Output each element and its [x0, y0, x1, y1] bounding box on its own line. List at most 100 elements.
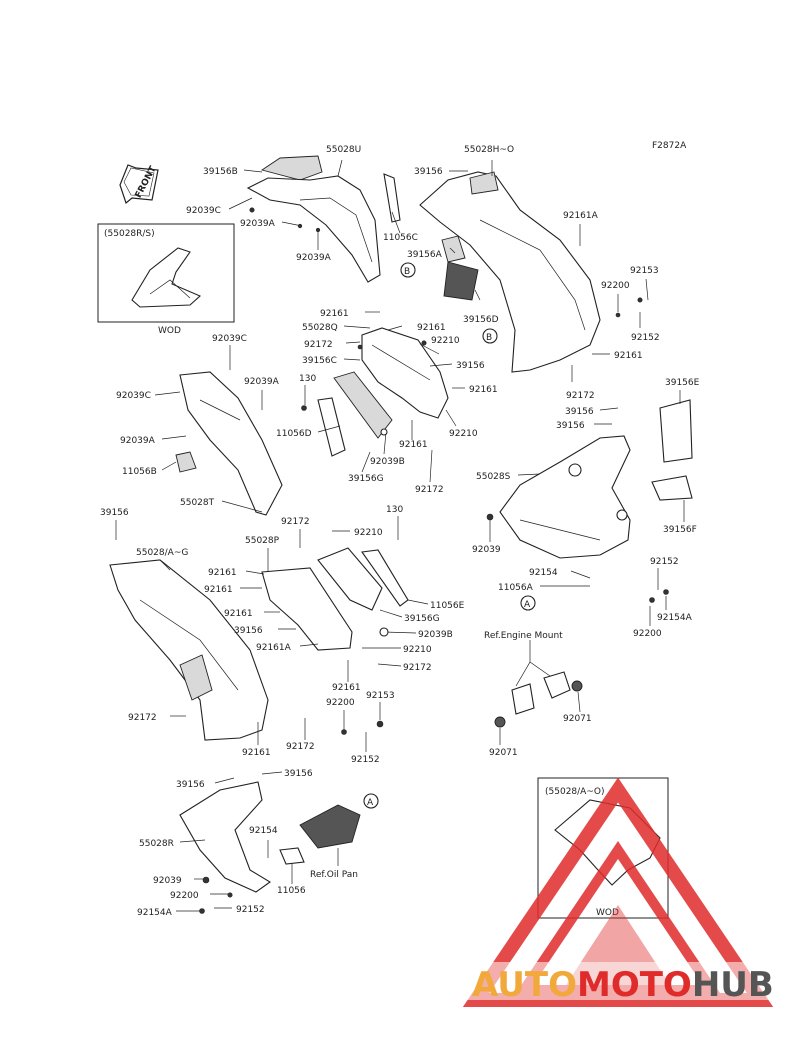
part-label: 55028Q [302, 323, 338, 333]
part-label: 39156 [414, 167, 443, 177]
side-panel-t [175, 371, 283, 516]
part-label: 92152 [236, 905, 265, 915]
part-label: 39156G [404, 614, 440, 624]
part-label: 55028R [139, 839, 174, 849]
part-label: 92039A [120, 436, 156, 446]
leader-lines [115, 159, 685, 912]
svg-text:A: A [524, 600, 531, 610]
part-label: 92161 [614, 351, 643, 361]
inset-top-title: (55028R/S) [104, 229, 155, 239]
part-label: 92154 [529, 568, 558, 578]
part-label: 11056C [383, 233, 418, 243]
part-label: 92071 [489, 748, 518, 758]
part-label: 92039B [370, 457, 405, 467]
part-label: 55028/A~G [136, 548, 188, 558]
part-label: 39156 [284, 769, 313, 779]
part-label: 92172 [403, 663, 432, 673]
part-label: 39156B [203, 167, 238, 177]
part-label: 92161 [399, 440, 428, 450]
part-label: 11056E [430, 601, 465, 611]
part-label: 92039A [240, 219, 276, 229]
part-label: 11056D [276, 429, 312, 439]
part-label: 92039A [296, 253, 332, 263]
part-label: 92154A [657, 613, 693, 623]
part-label: 92161A [256, 643, 292, 653]
part-label: 92161 [204, 585, 233, 595]
part-label: 39156 [234, 626, 263, 636]
part-label: 92161 [332, 683, 361, 693]
part-label: 55028U [326, 145, 361, 155]
part-label: 39156C [302, 356, 337, 366]
watermark-part3: HUB [692, 965, 774, 1005]
part-label: 55028H~O [464, 145, 514, 155]
part-label: 92161 [320, 309, 349, 319]
svg-text:AUTOMOTOHUB: AUTOMOTOHUB [472, 965, 774, 1005]
part-label: 92161 [469, 385, 498, 395]
part-label: 55028S [476, 472, 511, 482]
part-label: 92172 [415, 485, 444, 495]
part-label: 92172 [281, 517, 310, 527]
part-label: 11056B [122, 467, 157, 477]
lower-side-panel [109, 559, 269, 741]
svg-text:B: B [404, 267, 410, 277]
inset-top-model: WOD [158, 326, 181, 336]
part-label: 130 [386, 505, 403, 515]
callout-b-1: B [400, 262, 416, 278]
part-label: 92161 [417, 323, 446, 333]
svg-text:A: A [367, 798, 374, 808]
part-label: 92154 [249, 826, 278, 836]
inset-55028rs: (55028R/S) WOD [97, 223, 235, 336]
part-label: 130 [299, 374, 316, 384]
ref-engine-mount: Ref.Engine Mount [484, 631, 563, 641]
part-label: 39156 [100, 508, 129, 518]
part-label: 92172 [566, 391, 595, 401]
part-label: 92172 [128, 713, 157, 723]
part-label: 92161A [563, 211, 599, 221]
part-label: 92153 [366, 691, 395, 701]
part-label: 92210 [354, 528, 383, 538]
part-label: 39156F [663, 525, 697, 535]
part-label: 92200 [633, 629, 662, 639]
part-label: 92210 [431, 336, 460, 346]
part-label: 39156 [176, 780, 205, 790]
part-label: 11056A [498, 583, 534, 593]
part-label: 55028P [245, 536, 280, 546]
part-label: 92210 [403, 645, 432, 655]
part-label: 92200 [170, 891, 199, 901]
figure-code: F2872A [652, 141, 687, 151]
inner-panel-p [261, 547, 409, 651]
part-label: 92172 [304, 340, 333, 350]
part-label: 92039C [186, 206, 221, 216]
part-label: 92161 [224, 609, 253, 619]
callout-b-2: B [482, 328, 498, 344]
part-label: 92039C [212, 334, 247, 344]
part-label: 92153 [630, 266, 659, 276]
part-label: 39156 [565, 407, 594, 417]
part-label: 92039 [472, 545, 501, 555]
part-label: 92071 [563, 714, 592, 724]
hardware [199, 207, 669, 914]
inner-panel-q [317, 327, 449, 457]
part-label: 92161 [208, 568, 237, 578]
inset-bottom-model: WOD [596, 908, 619, 918]
part-label: 92161 [242, 748, 271, 758]
part-label: 39156G [348, 474, 384, 484]
part-label: 39156 [556, 421, 585, 431]
pad-39156f [651, 475, 693, 501]
part-label: 92200 [601, 281, 630, 291]
part-label: 39156 [456, 361, 485, 371]
undercowl-r [179, 781, 361, 893]
part-label: 92154A [137, 908, 173, 918]
svg-text:B: B [486, 333, 492, 343]
part-labels: 39156B 55028U 39156 55028H~O 92039C 9203… [100, 145, 700, 918]
ref-oil-pan: Ref.Oil Pan [310, 870, 358, 880]
callout-a-2: A [363, 793, 379, 809]
callout-a-1: A [520, 595, 536, 611]
part-label: 92210 [449, 429, 478, 439]
part-label: 55028T [180, 498, 215, 508]
upper-cowl-right [419, 171, 601, 373]
part-label: 92152 [631, 333, 660, 343]
part-label: 92039B [418, 630, 453, 640]
